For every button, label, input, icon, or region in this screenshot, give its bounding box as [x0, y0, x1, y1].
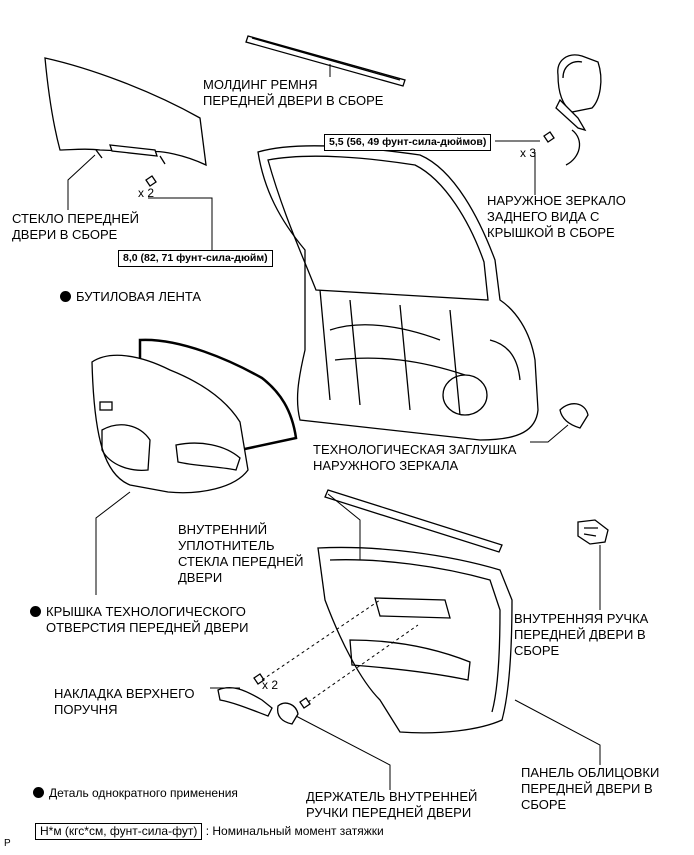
- bolt-icons: [145, 131, 555, 709]
- inner-weatherstrip-illustration: [324, 489, 503, 553]
- mirror-plug-illustration: [559, 403, 589, 429]
- torque-legend-text: : Номинальный момент затяжки: [205, 824, 384, 838]
- leader-lines: [67, 64, 601, 790]
- trim-panel-illustration: [317, 546, 513, 734]
- service-hole-cover-illustration: [91, 354, 249, 494]
- multiplier-handle: x 2: [262, 678, 279, 692]
- single-use-dot-icon: [33, 787, 44, 798]
- legend-single-use: Деталь однократного применения: [33, 786, 238, 800]
- multiplier-mirror: x 3: [520, 146, 537, 160]
- torque-unit-box: Н*м (кгс*см, фунт-сила-фут): [35, 823, 203, 840]
- dashed-install-paths: [261, 599, 419, 703]
- single-use-dot-icon: [30, 606, 41, 617]
- torque-box-mirror: 5,5 (56, 49 фунт-сила-дюймов): [324, 134, 492, 151]
- legend-torque: Н*м (кгс*см, фунт-сила-фут) : Номинальны…: [35, 823, 384, 840]
- torque-box-glass: 8,0 (82, 71 фунт-сила-дюйм): [118, 250, 273, 267]
- single-use-dot-icon: [60, 291, 71, 302]
- inner-handle-illustration: [577, 519, 609, 545]
- door-glass-illustration: [44, 57, 207, 167]
- handle-bezel-illustration: [276, 702, 299, 725]
- multiplier-glass: x 2: [138, 186, 155, 200]
- outer-mirror-illustration: [555, 54, 602, 166]
- label-service-hole-cover: КРЫШКА ТЕХНОЛОГИЧЕСКОГО ОТВЕРСТИЯ ПЕРЕДН…: [30, 604, 249, 636]
- label-butyl-tape: БУТИЛОВАЯ ЛЕНТА: [60, 289, 201, 305]
- door-shell-illustration: [257, 145, 539, 441]
- belt-molding-illustration: [245, 35, 406, 87]
- corner-mark: P: [4, 838, 11, 849]
